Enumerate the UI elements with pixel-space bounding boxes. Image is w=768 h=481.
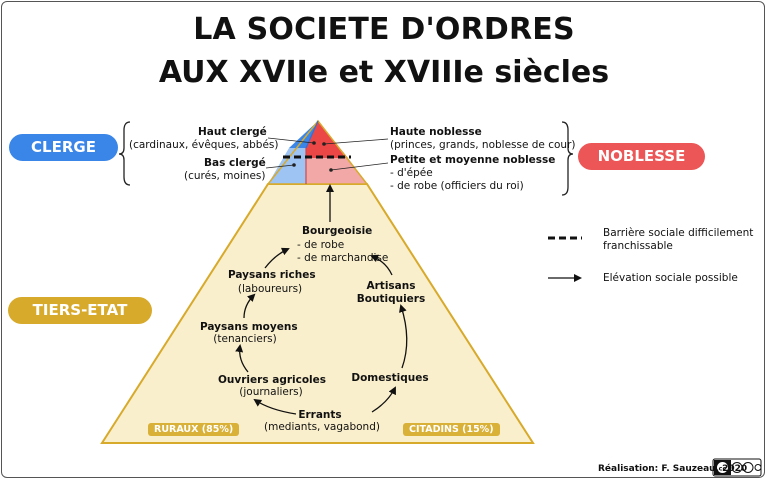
arrow-moyens-to-riches xyxy=(243,293,256,319)
ouvriers-agricoles-detail: (journaliers) xyxy=(239,386,303,398)
artisans-name: Artisans xyxy=(366,280,416,292)
bourgeoisie-line2: - de marchandise xyxy=(297,252,389,264)
arrow-artisans-to-bourgeoisie xyxy=(370,254,393,276)
paysans-moyens-name: Paysans moyens xyxy=(200,321,298,333)
arrow-errants-to-ouvriers xyxy=(253,398,297,415)
title-line-1: LA SOCIETE D'ORDRES xyxy=(193,12,575,47)
haute-noblesse-detail: (princes, grands, noblesse de cour) xyxy=(390,139,576,151)
arrow-riches-to-bourgeoisie xyxy=(264,247,290,269)
arrow-errants-to-domestiques xyxy=(371,386,396,413)
ruraux-tag: RURAUX (85%) xyxy=(148,423,240,436)
top-pyramid-outline xyxy=(266,119,369,185)
svg-text:cc: cc xyxy=(719,465,727,473)
petite-noblesse-line2: - de robe (officiers du roi) xyxy=(390,180,524,192)
noblesse-badge: NOBLESSE (2%) xyxy=(578,143,705,192)
petite-noblesse-line1: - d'épée xyxy=(390,167,433,179)
bas-clerge-detail: (curés, moines) xyxy=(184,170,266,182)
bas-clerge-name: Bas clergé xyxy=(204,157,266,169)
arrow-domestiques-to-artisans xyxy=(399,304,408,369)
noblesse-haute-zone xyxy=(306,121,348,158)
boutiquiers-name: Boutiquiers xyxy=(356,293,426,305)
paysans-moyens-detail: (tenanciers) xyxy=(213,333,277,345)
errants-detail: (mediants, vagabond) xyxy=(264,421,380,433)
citadins-tag: CITADINS (15%) xyxy=(403,423,500,436)
haut-clerge-detail: (cardinaux, évêques, abbés) xyxy=(129,139,279,151)
paysans-riches-name: Paysans riches xyxy=(228,269,316,281)
tiers-etat-pyramid xyxy=(100,183,535,444)
haute-noblesse-name: Haute noblesse xyxy=(390,126,482,138)
haut-clerge-name: Haut clergé xyxy=(198,126,267,138)
errants-name: Errants xyxy=(298,409,342,421)
noblesse-petite-zone xyxy=(306,158,367,184)
cc-by-nc-sa-icon: cc xyxy=(712,458,762,477)
clerge-badge: CLERGE (1%) xyxy=(9,134,118,183)
bourgeoisie-line1: - de robe xyxy=(297,239,345,251)
title-line-2: AUX XVIIe et XVIIIe siècles xyxy=(158,55,610,90)
noblesse-brace xyxy=(561,121,574,196)
legend-elevation: Elévation sociale possible xyxy=(603,272,738,284)
tiers-etat-badge: TIERS-ETAT (97%) xyxy=(8,297,152,346)
arrow-ouvriers-to-moyens xyxy=(235,344,249,373)
petite-noblesse-name: Petite et moyenne noblesse xyxy=(390,154,556,166)
domestiques-name: Domestiques xyxy=(351,372,429,384)
credit-text: Réalisation: F. Sauzeau, 2020 xyxy=(598,464,748,474)
ouvriers-agricoles-name: Ouvriers agricoles xyxy=(218,374,327,386)
bourgeoisie-name: Bourgeoisie xyxy=(302,225,373,237)
legend-barrier-line2: franchissable xyxy=(603,240,673,252)
legend-barrier-line1: Barrière sociale difficilement xyxy=(603,227,754,239)
clerge-brace xyxy=(118,121,131,186)
paysans-riches-detail: (laboureurs) xyxy=(237,283,303,295)
